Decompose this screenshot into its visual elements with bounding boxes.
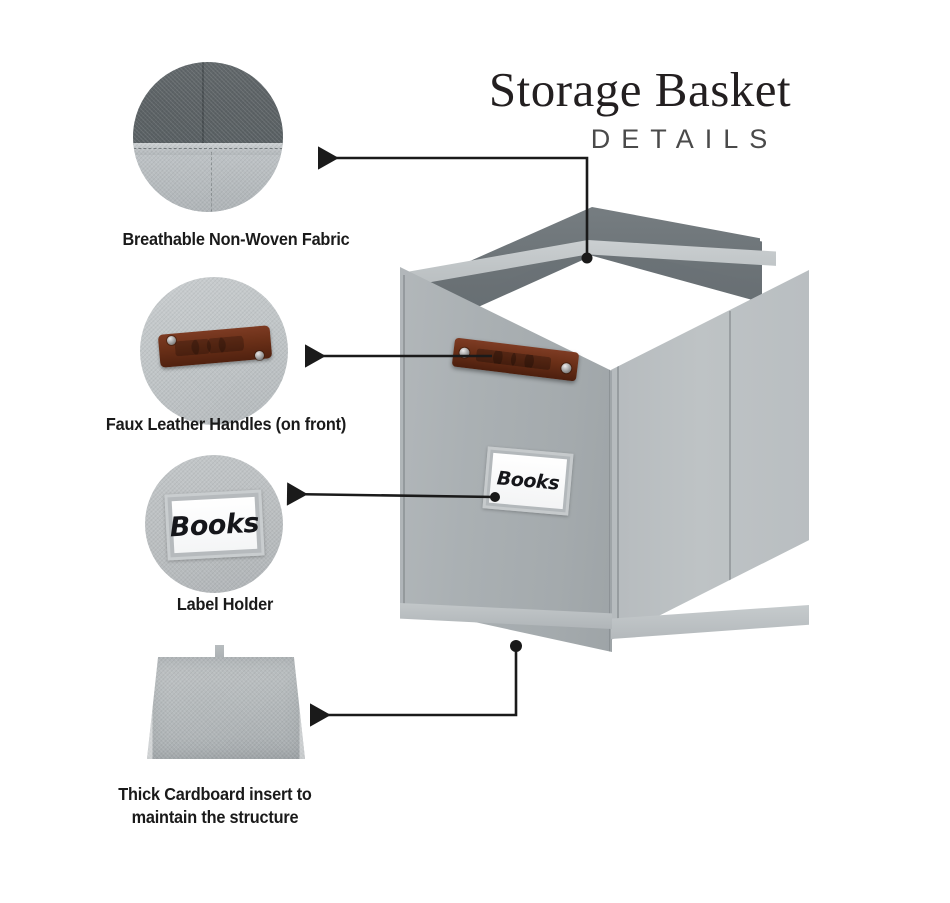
fabric-interior-area	[133, 62, 283, 146]
fabric-stitch-line	[133, 148, 283, 150]
title-block: Storage Basket DETAILS	[440, 62, 840, 156]
page-title: Storage Basket	[488, 62, 792, 117]
leader-cardboard	[310, 640, 522, 727]
cardboard-edge-highlight	[147, 657, 305, 759]
product-image-basket: Books	[380, 185, 850, 665]
caption-label-holder: Label Holder	[176, 594, 274, 614]
basket-front-seam-right	[608, 363, 610, 652]
caption-cardboard: Thick Cardboard insert to maintain the s…	[118, 784, 312, 827]
fabric-corner-fold	[202, 62, 204, 148]
fabric-rim-band	[133, 143, 283, 158]
leader-path-label	[286, 482, 496, 506]
basket-side-seam-left	[617, 366, 619, 640]
leader-path-fabric	[318, 146, 589, 258]
caption-handle: Faux Leather Handles (on front)	[105, 414, 347, 434]
basket-front-seam-left	[403, 274, 405, 606]
leader-fabric	[318, 146, 593, 264]
page-subtitle: DETAILS	[590, 124, 779, 154]
basket-side-seam-right	[729, 310, 731, 589]
leader-path-cardboard	[310, 646, 518, 727]
leader-label	[286, 482, 500, 506]
rivet-left-icon	[166, 336, 176, 346]
fabric-front-panel	[133, 155, 283, 212]
fabric-vertical-stitch	[211, 152, 212, 212]
caption-fabric: Breathable Non-Woven Fabric	[122, 229, 350, 249]
cardboard-tab	[215, 645, 224, 661]
rivet-right-icon	[255, 351, 265, 360]
